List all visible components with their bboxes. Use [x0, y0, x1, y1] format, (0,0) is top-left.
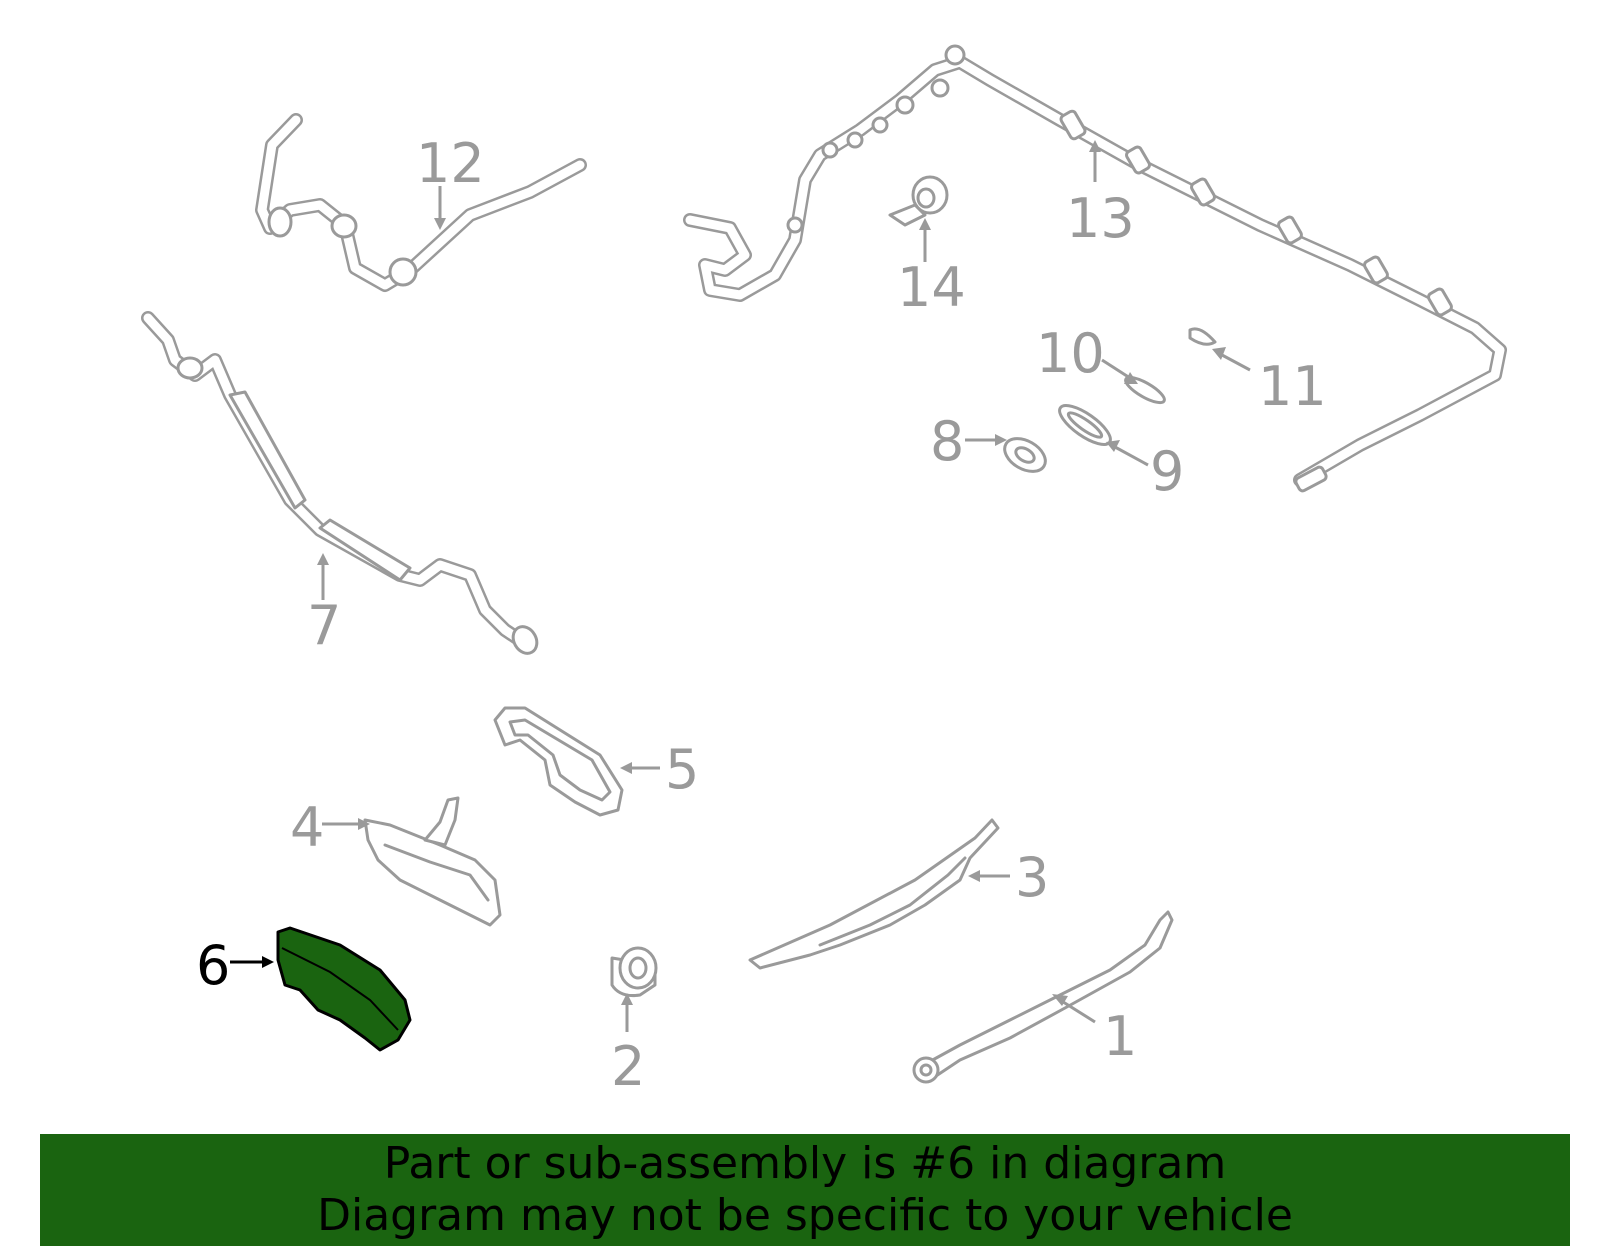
svg-text:5: 5: [665, 738, 699, 801]
part-2-grommet[interactable]: [610, 946, 658, 997]
callout-5: 5: [620, 738, 699, 801]
svg-text:6: 6: [196, 934, 230, 997]
svg-text:10: 10: [1036, 322, 1105, 385]
info-banner: Part or sub-assembly is #6 in diagram Di…: [40, 1134, 1570, 1246]
svg-text:12: 12: [416, 132, 485, 195]
part-8-grommet[interactable]: [999, 432, 1051, 478]
callout-7: 7: [307, 553, 341, 657]
svg-text:11: 11: [1258, 355, 1327, 418]
part-7-hose[interactable]: [141, 311, 542, 658]
part-4-cover[interactable]: [363, 796, 502, 927]
callout-6-highlighted: 6: [196, 934, 274, 997]
part-1-arm[interactable]: [912, 910, 1174, 1084]
part-6-highlighted[interactable]: [276, 926, 412, 1052]
svg-text:13: 13: [1066, 187, 1135, 250]
svg-text:2: 2: [611, 1035, 645, 1098]
svg-text:14: 14: [897, 256, 966, 319]
part-14-socket[interactable]: [888, 175, 949, 227]
banner-line-2: Diagram may not be specific to your vehi…: [317, 1190, 1293, 1241]
svg-text:1: 1: [1103, 1005, 1137, 1068]
callout-2: 2: [611, 993, 645, 1098]
callout-8: 8: [930, 410, 1007, 473]
callout-3: 3: [968, 846, 1049, 909]
svg-text:3: 3: [1015, 846, 1049, 909]
svg-text:7: 7: [307, 594, 341, 657]
callout-1: 1: [1052, 994, 1137, 1068]
part-9-seal[interactable]: [1054, 399, 1116, 451]
callout-9: 9: [1106, 440, 1184, 503]
callout-4: 4: [290, 796, 370, 859]
part-5-gasket[interactable]: [493, 706, 624, 817]
svg-text:8: 8: [930, 410, 964, 473]
callout-12: 12: [416, 132, 485, 230]
callout-14: 14: [897, 218, 966, 319]
svg-text:4: 4: [290, 796, 324, 859]
part-11-clip[interactable]: [1188, 327, 1217, 346]
callout-13: 13: [1066, 140, 1135, 250]
part-13-harness[interactable]: [683, 44, 1507, 493]
part-12-hose[interactable]: [255, 113, 587, 292]
part-3-blade[interactable]: [748, 818, 1000, 970]
callout-11: 11: [1212, 347, 1327, 418]
svg-text:9: 9: [1150, 440, 1184, 503]
banner-line-1: Part or sub-assembly is #6 in diagram: [383, 1138, 1227, 1189]
callout-10: 10: [1036, 322, 1138, 385]
